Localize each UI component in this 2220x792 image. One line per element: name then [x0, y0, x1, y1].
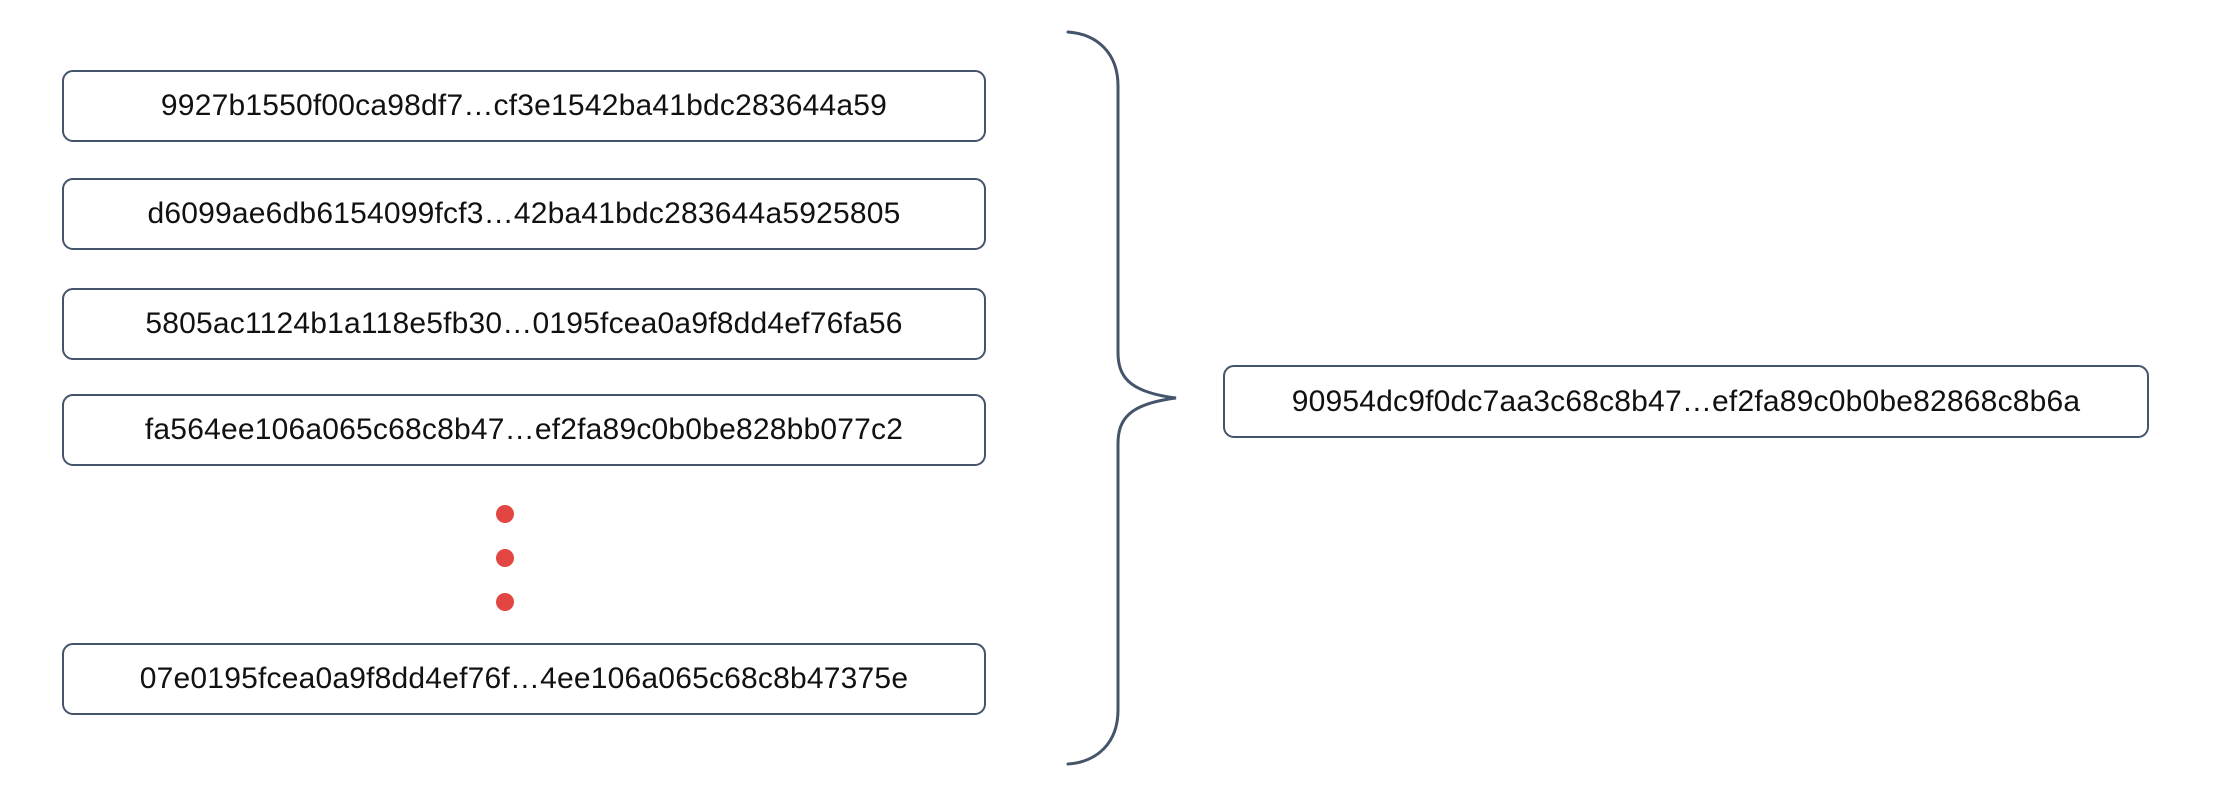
ellipsis-dot	[496, 593, 514, 611]
ellipsis-dot	[496, 549, 514, 567]
ellipsis-dot	[496, 505, 514, 523]
hash-box-4: fa564ee106a065c68c8b47…ef2fa89c0b0be828b…	[62, 394, 986, 466]
right-curly-brace-icon	[1066, 30, 1177, 766]
hash-box-2: d6099ae6db6154099fcf3…42ba41bdc283644a59…	[62, 178, 986, 250]
hash-box-1: 9927b1550f00ca98df7…cf3e1542ba41bdc28364…	[62, 70, 986, 142]
combined-hash-box: 90954dc9f0dc7aa3c68c8b47…ef2fa89c0b0be82…	[1223, 365, 2149, 438]
ellipsis-dots	[496, 505, 514, 611]
hash-box-3: 5805ac1124b1a118e5fb30…0195fcea0a9f8dd4e…	[62, 288, 986, 360]
hash-box-last: 07e0195fcea0a9f8dd4ef76f…4ee106a065c68c8…	[62, 643, 986, 715]
